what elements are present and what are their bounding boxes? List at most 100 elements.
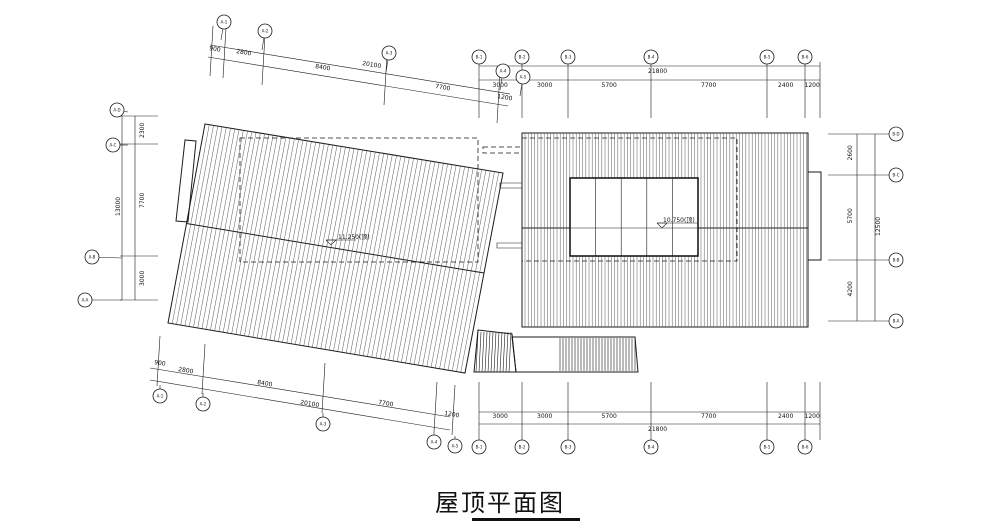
- stair-tread: [499, 331, 503, 373]
- roof-hatch-line: [248, 236, 268, 337]
- roof-hatch-line: [227, 233, 247, 334]
- roof-hatch-line: [347, 150, 367, 251]
- grid-label: B-A: [893, 319, 900, 324]
- roof-hatch-line: [475, 171, 495, 272]
- roof-hatch-line: [326, 147, 346, 247]
- roof-hatch-line: [398, 158, 419, 259]
- dim-segment: 7700: [139, 193, 146, 208]
- roof-hatch-line: [415, 161, 436, 262]
- dim-segment: 5700: [602, 413, 617, 420]
- roof-hatch-line: [369, 154, 389, 254]
- grid-bubble: A-4: [495, 63, 511, 91]
- grid-bubble: A-1: [152, 385, 168, 404]
- stair-tread: [484, 331, 488, 373]
- stair-tread: [508, 331, 512, 373]
- grid-label: A-C: [110, 143, 117, 148]
- grid-bubble: A-2: [195, 393, 211, 412]
- elevation-left-roof: 11.250(顶): [338, 234, 370, 241]
- grid-bubble: A-D: [109, 102, 129, 118]
- grid-bubble: B-4: [643, 439, 659, 455]
- grid-label: B-1: [476, 445, 483, 450]
- roof-hatch-line: [250, 134, 270, 235]
- grid-label: A-3: [320, 422, 327, 427]
- dim-line: [149, 379, 451, 431]
- stair-landing: [511, 336, 639, 373]
- roof-hatch-line: [377, 155, 397, 256]
- grid-bubble: B-1: [471, 439, 487, 455]
- grid-bubble: B-5: [759, 49, 775, 65]
- dim-segment: 900: [209, 45, 222, 54]
- roof-hatch-line: [352, 151, 372, 252]
- roof-hatch-line: [324, 249, 344, 350]
- roof-hatch-line: [362, 255, 383, 356]
- grid-circle: [560, 439, 576, 455]
- roof-hatch-line: [279, 139, 299, 240]
- dim-segment: 7700: [435, 83, 451, 92]
- roof-hatch-line: [386, 156, 406, 257]
- left-roof-building: [167, 123, 523, 374]
- grid-bubble: A-3: [315, 413, 331, 432]
- roof-hatch-line: [422, 265, 442, 366]
- roof-hatch-line: [245, 133, 265, 234]
- dim-segment: 8400: [257, 379, 273, 388]
- roof-hatch-line: [184, 226, 204, 326]
- roof-hatch-line: [430, 267, 451, 368]
- roof-hatch-line: [333, 251, 353, 351]
- roof-hatch-line: [176, 224, 196, 325]
- roof-hatch-line: [409, 263, 429, 364]
- roof-hatch-line: [420, 162, 440, 263]
- grid-bubble: B-A: [888, 313, 904, 329]
- roof-hatch-line: [218, 231, 238, 332]
- dim-total: 21800: [648, 68, 667, 75]
- roof-hatch-line: [388, 260, 408, 361]
- roof-hatch-line: [318, 145, 338, 246]
- grid-circle: [560, 49, 576, 65]
- roof-hatch-line: [449, 167, 470, 268]
- roof-hatch-line: [197, 228, 217, 329]
- roof-hatch-line: [237, 132, 257, 233]
- dim-segment: 3000: [537, 82, 552, 89]
- grid-bubble: A-C: [105, 137, 128, 153]
- grid-label: B-C: [893, 173, 900, 178]
- roof-hatch-line: [301, 142, 321, 243]
- connector-piece: [496, 242, 523, 249]
- roof-hatch-line: [207, 127, 227, 228]
- roof-hatch-line: [290, 243, 310, 344]
- grid-label: A-D: [113, 108, 120, 113]
- roof-hatch-line: [373, 154, 393, 255]
- roof-hatch-line: [222, 232, 242, 333]
- dim-segment: 2800: [178, 366, 194, 375]
- roof-hatch-line: [203, 126, 223, 227]
- roof-hatch-line: [231, 234, 251, 334]
- roof-hatch-line: [193, 227, 213, 328]
- dim-line: [207, 56, 509, 107]
- roof-hatch-line: [214, 231, 234, 331]
- roof-hatch-line: [269, 240, 289, 341]
- roof-hatch-line: [190, 124, 210, 225]
- dim-segment: 900: [154, 359, 167, 368]
- dim-segment: 3000: [493, 413, 508, 420]
- grid-circle: [643, 49, 659, 65]
- dim-extension: [156, 335, 161, 387]
- dim-segment: 2600: [847, 145, 854, 160]
- grid-circle: [447, 438, 463, 454]
- dim-segment: 1200: [444, 410, 460, 419]
- skylight: [569, 177, 699, 257]
- grid-circle: [514, 49, 530, 65]
- roof-hatch-line: [424, 163, 444, 264]
- grid-label: A-B: [89, 255, 96, 260]
- roof-hatch-line: [356, 151, 376, 252]
- grid-circle: [888, 167, 904, 183]
- roof-hatch-line: [392, 260, 412, 361]
- roof-hatch-line: [354, 254, 374, 355]
- stair-tread: [493, 331, 497, 373]
- grid-circle: [759, 49, 775, 65]
- right-wall-dashed-outline: [521, 137, 738, 262]
- stair-tread: [475, 331, 479, 373]
- grid-circle: [471, 49, 487, 65]
- roof-hatch-line: [201, 229, 221, 329]
- roof-hatch-line: [337, 251, 357, 352]
- roof-hatch-line: [265, 239, 285, 340]
- roof-hatch-line: [445, 166, 465, 267]
